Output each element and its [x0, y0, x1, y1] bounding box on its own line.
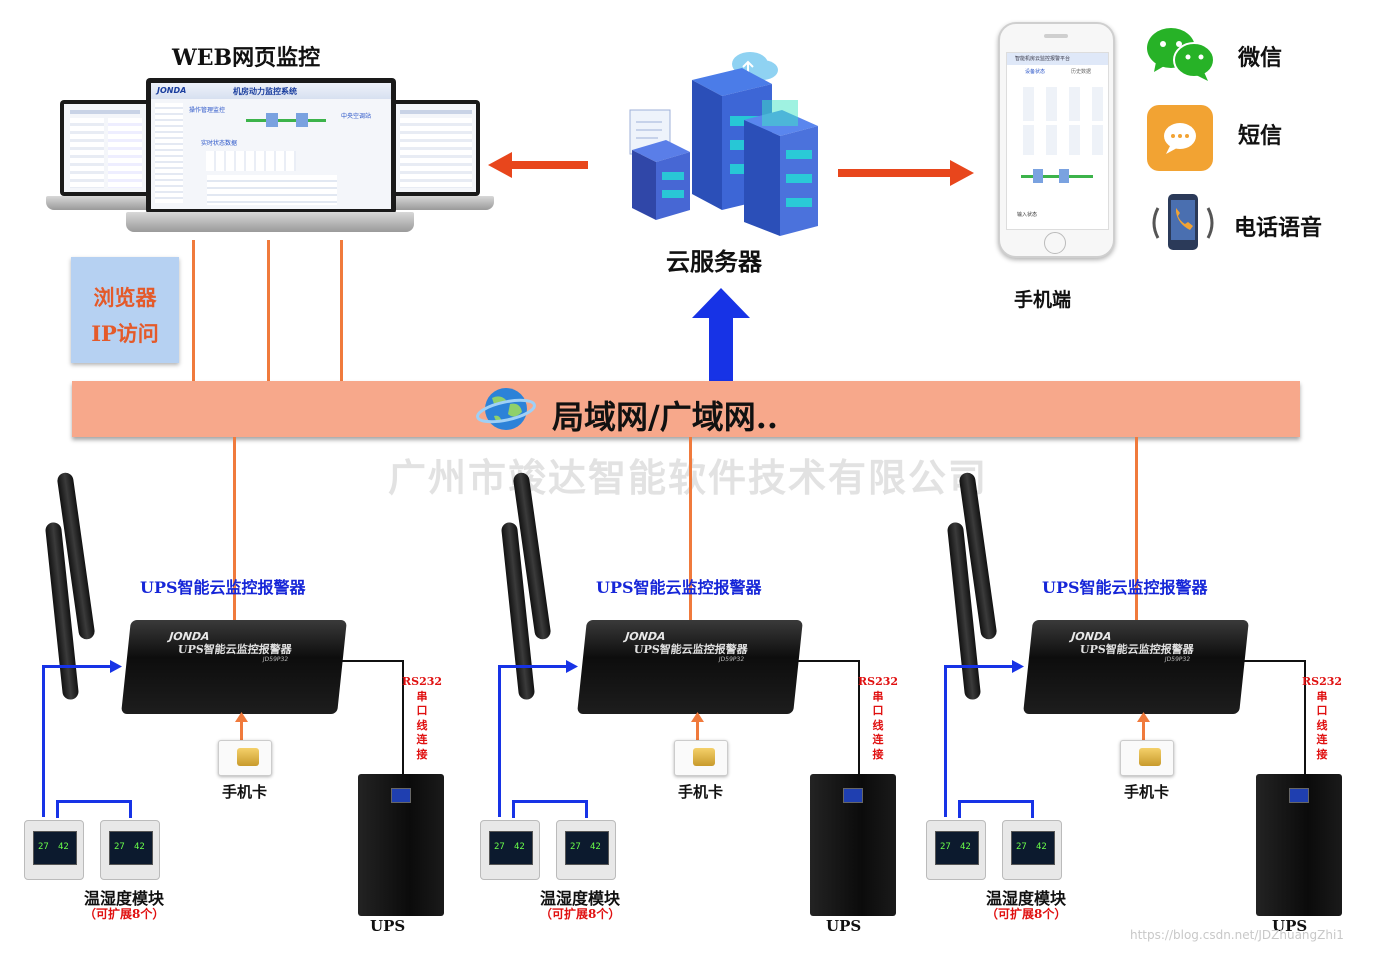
- ups-device: [358, 774, 444, 916]
- ip-access-label: IP访问: [91, 321, 159, 346]
- arrow-to-phone: [838, 160, 974, 186]
- phone-call-icon: [1152, 194, 1214, 250]
- link-unit-2: [689, 437, 692, 620]
- laptop-center-screen: JONDA 机房动力监控系统 操作管理监控 实时状态数据 中央空调站: [146, 78, 396, 214]
- router-device: JONDA UPS智能云监控报警器 JD59P32: [577, 620, 803, 714]
- phone-end-label: 手机端: [1014, 289, 1072, 311]
- link-unit-3: [1135, 437, 1138, 620]
- laptop-panel-status: 实时状态数据: [201, 140, 238, 147]
- arrow-up-to-server: [692, 288, 750, 381]
- browser-ip-box: 浏览器 IP访问: [71, 257, 179, 363]
- sms-label: 短信: [1238, 123, 1283, 149]
- globe-icon: [476, 388, 536, 430]
- browser-label: 浏览器: [93, 285, 157, 310]
- unit-title: UPS智能云监控报警器: [596, 578, 762, 597]
- laptop-app-title: 机房动力监控系统: [233, 86, 297, 96]
- footer-url: https://blog.csdn.net/JDZhuangZhi1: [1130, 928, 1344, 942]
- laptop-panel-ops: 操作管理监控: [189, 107, 226, 114]
- sim-card-icon: [674, 740, 728, 776]
- ups-device: [1256, 774, 1342, 916]
- sensor-label: 温湿度模块: [84, 889, 165, 908]
- sensor-expand-label: （可扩展8个）: [986, 907, 1067, 921]
- phone-input-status: 输入状态: [1017, 212, 1038, 218]
- phone-device: 智能机房云监控报警平台 设备状态 历史数据 输入状态: [998, 22, 1115, 258]
- network-label: 局域网/广域网..: [552, 398, 778, 436]
- ups-label: UPS: [1272, 917, 1308, 935]
- sim-card-icon: [1120, 740, 1174, 776]
- router-device: JONDA UPS智能云监控报警器 JD59P32: [121, 620, 347, 714]
- sensor-label: 温湿度模块: [986, 889, 1067, 908]
- ups-label: UPS: [370, 917, 406, 935]
- sensor-expand-label: （可扩展8个）: [540, 907, 621, 921]
- cloud-server-label: 云服务器: [666, 248, 762, 276]
- phone-tab-status[interactable]: 设备状态: [1025, 69, 1046, 75]
- arrow-to-web: [488, 152, 588, 178]
- sensor-expand-label: （可扩展8个）: [84, 907, 165, 921]
- ups-label: UPS: [826, 917, 862, 935]
- link-unit-1: [233, 437, 236, 620]
- unit-title: UPS智能云监控报警器: [140, 578, 306, 597]
- wechat-icon: [1147, 28, 1215, 81]
- link-laptop-2: [267, 240, 270, 381]
- ups-device: [810, 774, 896, 916]
- web-monitor-label: WEB网页监控: [172, 45, 321, 71]
- unit-title: UPS智能云监控报警器: [1042, 578, 1208, 597]
- phone-app-header: 智能机房云监控报警平台: [1015, 56, 1071, 62]
- company-watermark: 广州市竣达智能软件技术有限公司: [388, 455, 989, 500]
- laptop-brand: JONDA: [157, 86, 187, 95]
- sim-label: 手机卡: [678, 783, 724, 801]
- router-device: JONDA UPS智能云监控报警器 JD59P32: [1023, 620, 1249, 714]
- network-bar: [72, 381, 1300, 437]
- sms-icon: [1147, 105, 1213, 171]
- link-laptop-1: [192, 240, 195, 381]
- laptop-center-base: [126, 212, 414, 232]
- server-icon: [629, 52, 818, 236]
- sim-label: 手机卡: [222, 783, 268, 801]
- sensor-label: 温湿度模块: [540, 889, 621, 908]
- sim-card-icon: [218, 740, 272, 776]
- wechat-label: 微信: [1238, 45, 1283, 71]
- phone-tab-history[interactable]: 历史数据: [1071, 69, 1092, 75]
- laptop-panel-ac: 中央空调站: [341, 113, 372, 120]
- link-laptop-3: [340, 240, 343, 381]
- phone-screen: 智能机房云监控报警平台 设备状态 历史数据 输入状态: [1006, 52, 1109, 230]
- laptop-left-screen: [60, 100, 152, 196]
- voice-label: 电话语音: [1234, 215, 1323, 241]
- laptop-right-screen: [392, 100, 480, 196]
- sim-label: 手机卡: [1124, 783, 1170, 801]
